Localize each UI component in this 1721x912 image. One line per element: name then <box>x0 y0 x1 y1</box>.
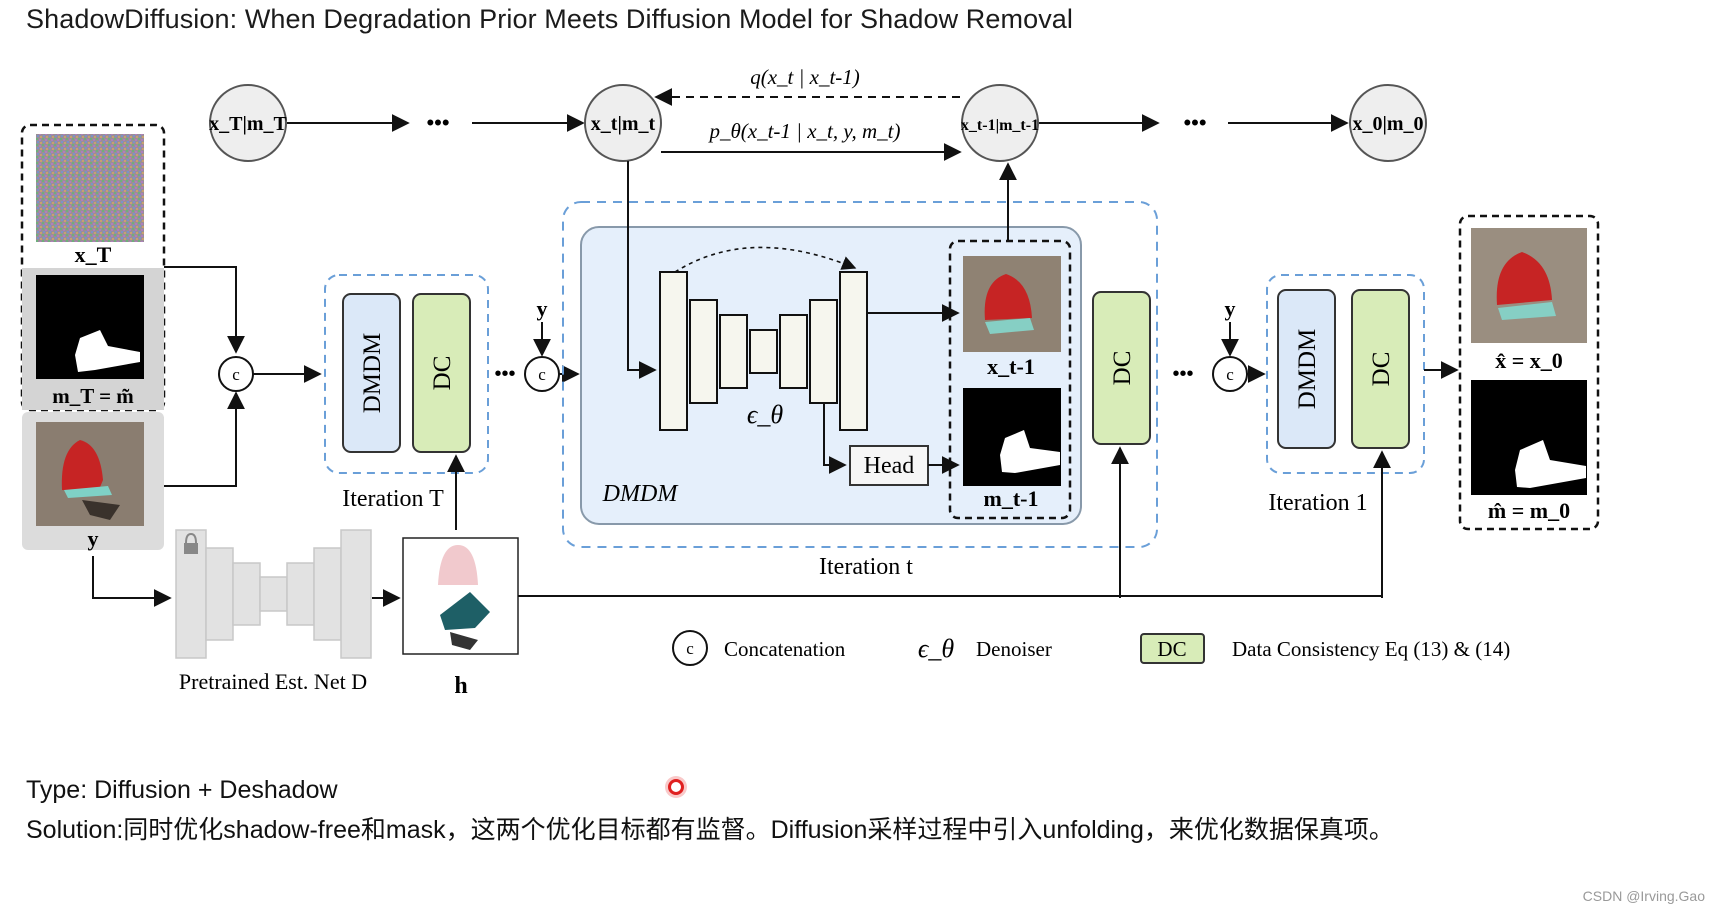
iter-1-dc <box>1351 289 1410 449</box>
legend-dc-box <box>1140 633 1205 664</box>
h-label: h <box>454 673 467 699</box>
iter-1-caption: Iteration 1 <box>1268 490 1367 516</box>
legend-dc-symbol: DC <box>1157 637 1186 661</box>
node-x0 <box>1349 84 1427 162</box>
iter-t-caption: Iteration t <box>819 554 913 580</box>
iteration-t: ϵ_θ Head x_t-1 m_t-1 DMDM DC Iteration t <box>562 161 1158 598</box>
legend: c Concatenation ϵ_θ Denoiser DC Data Con… <box>672 630 1510 666</box>
concat-middle: ••• y c <box>494 296 580 392</box>
legend-concat-symbol-circle <box>672 630 708 666</box>
iter-T-caption: Iteration T <box>342 486 444 512</box>
footer-solution-label: Solution: <box>26 816 124 844</box>
dots-mid-right: ••• <box>1172 363 1193 385</box>
svg-text:DC: DC <box>1109 351 1136 386</box>
iter-T-dc <box>412 293 471 453</box>
dots-mid-left: ••• <box>494 363 515 385</box>
legend-eps-symbol: ϵ_θ <box>918 634 954 663</box>
node-x0-label: x_0|m_0 <box>1352 113 1423 135</box>
xt1-label: x_t-1 <box>987 354 1035 379</box>
footer-type-label: Type: <box>26 776 95 804</box>
forward-process-label: q(x_t | x_t-1) <box>750 65 860 89</box>
legend-concat-symbol: c <box>686 639 694 658</box>
node-xt1-label: x_t-1|m_t-1 <box>961 117 1039 134</box>
y-label: y <box>88 526 99 551</box>
chain-dots-2: ••• <box>1183 110 1206 135</box>
estnet-caption: Pretrained Est. Net D <box>179 669 367 694</box>
iteration-T: DMDM DC Iteration T <box>324 274 489 530</box>
eps-theta-label: ϵ_θ <box>747 400 783 429</box>
reverse-process-label: p_θ(x_t-1 | x_t, y, m_t) <box>707 119 900 143</box>
concat-left-symbol: c <box>232 365 240 384</box>
footer-type-value: Diffusion + Deshadow <box>94 776 338 804</box>
estimation-network: Pretrained Est. Net D h <box>92 529 1382 699</box>
node-xT-label: x_T|m_T <box>209 113 287 135</box>
watermark: CSDN @Irving.Gao <box>1582 888 1705 904</box>
footer-type: Type: Diffusion + Deshadow <box>26 776 338 805</box>
node-xt <box>584 84 662 162</box>
svg-text:DC: DC <box>429 356 456 391</box>
iter-t-dc <box>1092 291 1151 445</box>
mt1-label: m_t-1 <box>984 486 1039 511</box>
markov-chain: x_T|m_T ••• x_t|m_t q(x_t | x_t-1) p_θ(x… <box>209 65 1427 162</box>
node-xt-label: x_t|m_t <box>591 113 656 135</box>
xT-label: x_T <box>75 242 112 267</box>
iter-T-dmdm <box>342 293 401 453</box>
input-column: x_T m_T = m̃ y <box>20 123 166 551</box>
concat-mid-symbol: c <box>538 365 546 384</box>
cursor-indicator <box>668 779 684 795</box>
concat-right: ••• y c <box>1172 296 1266 392</box>
iteration-1: DMDM DC Iteration 1 <box>1266 274 1459 598</box>
svg-text:DMDM: DMDM <box>359 333 386 414</box>
concat-left: c <box>164 266 322 487</box>
footer-solution-value: 同时优化shadow-free和mask，这两个优化目标都有监督。Diffusi… <box>123 816 1394 844</box>
m0-label: m̂ = m_0 <box>1488 498 1570 523</box>
mT-label: m_T = m̃ <box>52 384 134 408</box>
svg-text:DMDM: DMDM <box>1294 329 1321 410</box>
lock-icon <box>184 543 198 554</box>
head-label: Head <box>864 453 915 479</box>
footer-solution: Solution:同时优化shadow-free和mask，这两个优化目标都有监… <box>26 810 1394 846</box>
legend-dc-desc: Data Consistency Eq (13) & (14) <box>1232 637 1510 661</box>
noise-image <box>36 134 144 242</box>
concat-right-symbol: c <box>1226 365 1234 384</box>
svg-text:DC: DC <box>1368 352 1395 387</box>
outputs: x̂ = x_0 m̂ = m_0 <box>1458 214 1600 531</box>
x0-label: x̂ = x_0 <box>1495 348 1563 373</box>
legend-concat-label: Concatenation <box>724 637 846 661</box>
node-xt1 <box>961 84 1039 162</box>
chain-dots-1: ••• <box>426 110 449 135</box>
y-small-1: y <box>537 296 548 321</box>
node-xT <box>209 84 287 162</box>
dmdm-panel-caption: DMDM <box>602 481 680 507</box>
legend-denoiser-label: Denoiser <box>976 637 1052 661</box>
y-small-2: y <box>1225 296 1236 321</box>
iter-1-dmdm <box>1277 289 1336 449</box>
page-title: ShadowDiffusion: When Degradation Prior … <box>26 4 1074 34</box>
